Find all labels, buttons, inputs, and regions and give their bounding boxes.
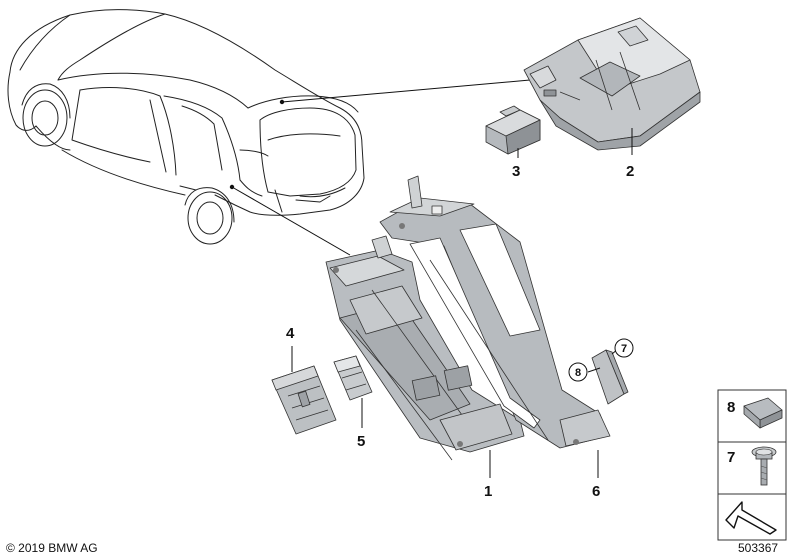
small-clip-bracket [591,349,629,405]
callout-4: 4 [286,325,295,342]
vehicle-outline [7,9,365,245]
legend-panel: 8 7 [717,389,787,541]
callout-7: 7 [621,343,627,355]
callout-7-circle [614,338,634,358]
legend-number-8: 8 [727,399,735,416]
leader-line [231,186,351,256]
diagram-number: 503367 [738,541,778,555]
callout-5: 5 [357,433,365,450]
plug-module [485,105,541,155]
copyright-text: © 2019 BMW AG [6,541,98,555]
holder-clip [333,355,373,401]
callout-2: 2 [626,163,634,180]
callout-6: 6 [592,483,600,500]
callout-8: 8 [575,367,581,379]
callout-3: 3 [512,163,520,180]
mounting-plate [271,365,337,435]
leader-line [281,79,531,103]
frame-bracket [379,175,611,449]
callout-1: 1 [484,483,492,500]
main-bracket [325,235,525,461]
direction-arrow-icon [725,501,777,535]
leader-line [587,367,601,373]
callout-8-circle [568,362,588,382]
bolt-icon [751,446,777,486]
control-module [523,17,701,151]
legend-number-7: 7 [727,449,735,466]
